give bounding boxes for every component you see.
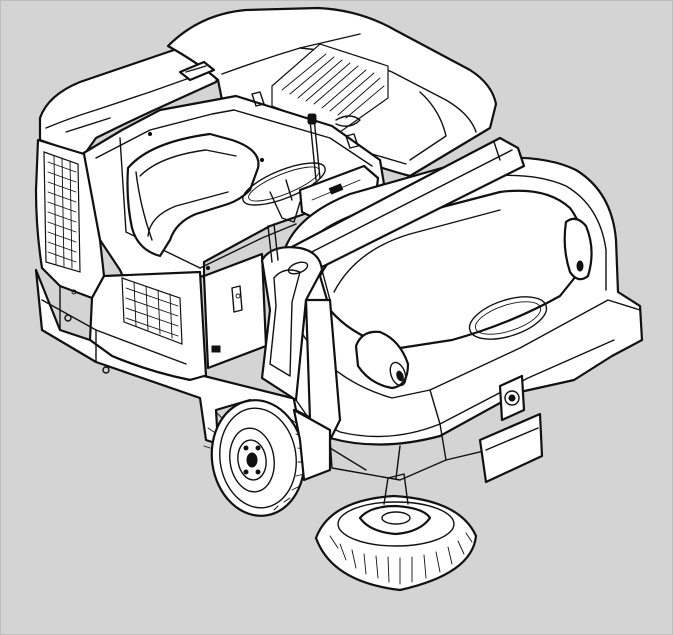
compartment-hinges	[147, 91, 359, 271]
under-housing	[478, 412, 544, 484]
hood-latch	[178, 60, 216, 82]
wheel-arm	[292, 408, 367, 482]
operator-seat	[126, 132, 260, 258]
hopper-emblem	[468, 296, 548, 340]
engine-grille	[271, 43, 389, 133]
side-vent-left	[43, 151, 81, 273]
front-control-box	[498, 374, 526, 422]
side-skirt	[295, 298, 342, 442]
lower-chassis	[34, 268, 302, 446]
side-vent-center	[121, 277, 183, 345]
side-brush	[314, 445, 478, 592]
headlight-left	[354, 330, 410, 390]
rear-post	[267, 223, 279, 263]
side-access-panel	[202, 252, 268, 370]
control-lever	[307, 113, 321, 181]
headlight-right	[563, 217, 593, 281]
